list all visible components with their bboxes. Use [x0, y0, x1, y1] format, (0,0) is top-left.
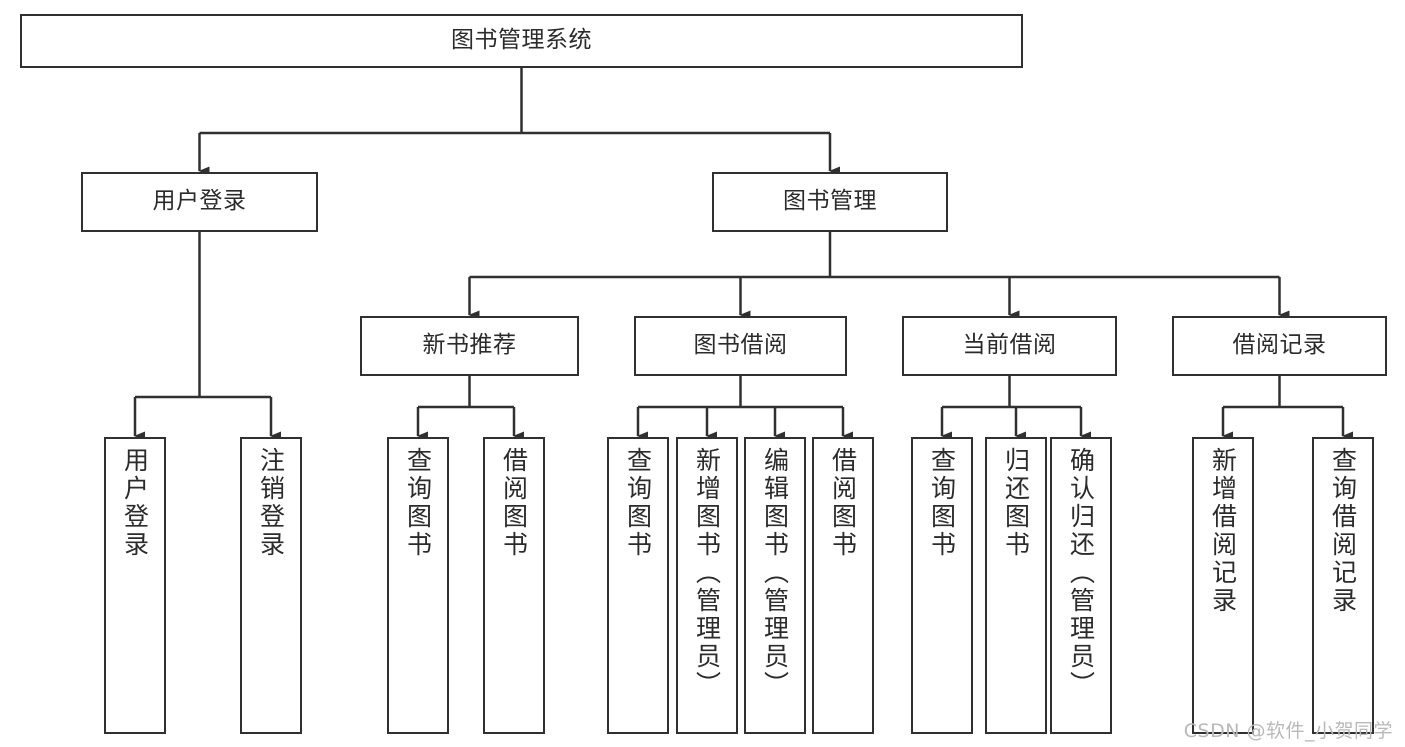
- node-label: 查询图书: [403, 447, 433, 559]
- node-label: 编辑图书（管理员）: [760, 447, 790, 699]
- node-leaf-login-1[interactable]: 用户登录: [104, 437, 166, 734]
- node-label: 图书借阅: [693, 332, 788, 359]
- node-leaf-rec-1[interactable]: 新增借阅记录: [1192, 437, 1254, 734]
- node-label: 当前借阅: [962, 332, 1057, 359]
- node-newbook[interactable]: 新书推荐: [360, 316, 579, 376]
- node-records[interactable]: 借阅记录: [1172, 316, 1387, 376]
- node-label: 用户登录: [152, 188, 247, 215]
- connector-lines: [133, 68, 1353, 441]
- node-label: 借阅图书: [499, 447, 529, 559]
- node-label: 用户登录: [120, 447, 150, 559]
- node-leaf-rec-2[interactable]: 查询借阅记录: [1312, 437, 1374, 734]
- node-label: 查询借阅记录: [1328, 447, 1358, 615]
- node-leaf-borrow-1[interactable]: 查询图书: [607, 437, 669, 734]
- node-root[interactable]: 图书管理系统: [20, 14, 1023, 68]
- node-borrow[interactable]: 图书借阅: [634, 316, 847, 376]
- node-current[interactable]: 当前借阅: [902, 316, 1117, 376]
- watermark-label: CSDN @软件_小贺同学: [1183, 720, 1393, 742]
- node-leaf-cur-1[interactable]: 查询图书: [911, 437, 973, 734]
- node-label: 图书管理: [783, 188, 877, 215]
- node-bookmgmt[interactable]: 图书管理: [712, 172, 948, 232]
- node-label: 新增图书（管理员）: [692, 447, 722, 699]
- node-leaf-borrow-2[interactable]: 新增图书（管理员）: [676, 437, 738, 734]
- node-leaf-borrow-3[interactable]: 编辑图书（管理员）: [744, 437, 806, 734]
- node-leaf-new-2[interactable]: 借阅图书: [483, 437, 545, 734]
- node-login[interactable]: 用户登录: [81, 172, 318, 232]
- node-leaf-cur-3[interactable]: 确认归还（管理员）: [1050, 437, 1112, 734]
- node-label: 借阅记录: [1232, 332, 1327, 359]
- node-label: 注销登录: [256, 447, 286, 559]
- node-label: 新书推荐: [422, 332, 517, 359]
- node-leaf-cur-2[interactable]: 归还图书: [985, 437, 1047, 734]
- node-label: 图书管理系统: [451, 27, 592, 54]
- node-label: 归还图书: [1001, 447, 1031, 559]
- node-label: 查询图书: [927, 447, 957, 559]
- node-label: 新增借阅记录: [1208, 447, 1238, 615]
- node-leaf-new-1[interactable]: 查询图书: [387, 437, 449, 734]
- node-leaf-login-2[interactable]: 注销登录: [240, 437, 302, 734]
- node-label: 借阅图书: [828, 447, 858, 559]
- node-label: 查询图书: [623, 447, 653, 559]
- node-label: 确认归还（管理员）: [1066, 447, 1096, 699]
- node-leaf-borrow-4[interactable]: 借阅图书: [812, 437, 874, 734]
